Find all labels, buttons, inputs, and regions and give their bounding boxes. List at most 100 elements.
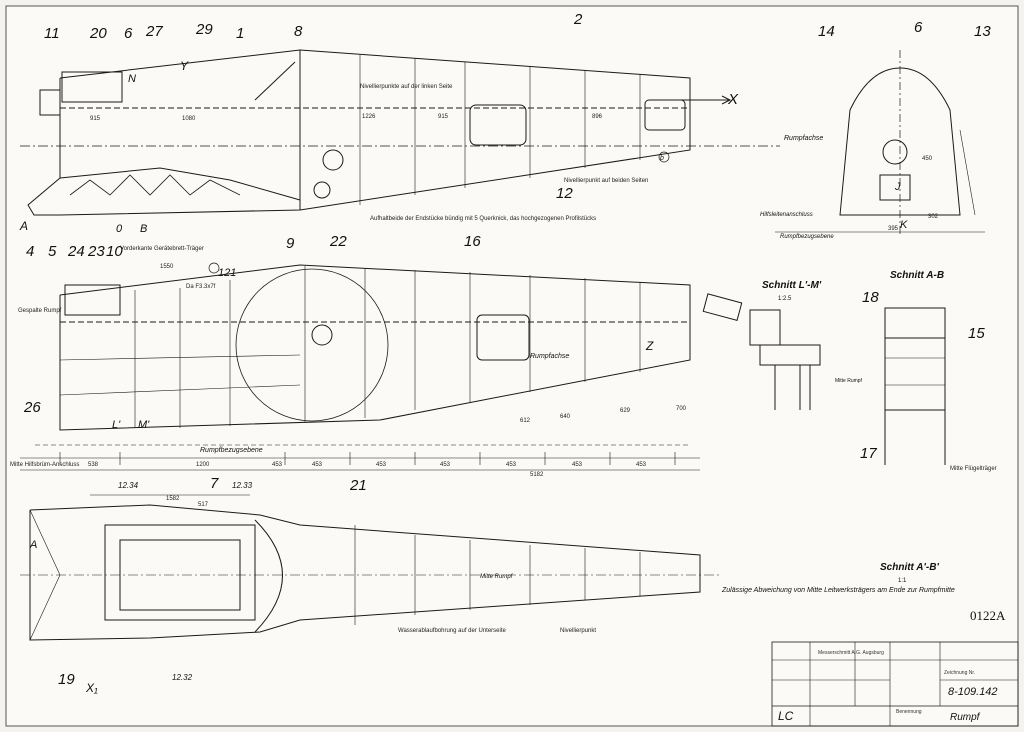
dim-302: 302 <box>928 214 939 220</box>
callout-23: 23 <box>87 243 105 260</box>
da-label: Da F3.3x7f <box>186 284 216 290</box>
callout-7: 7 <box>210 475 219 492</box>
dim-453-5: 453 <box>572 462 583 468</box>
marker-m1: M' <box>138 419 150 431</box>
nivellierpunkt-plan-label: Nivellierpunkt <box>560 628 596 634</box>
section-lm-detail <box>702 293 821 410</box>
side-view-middle <box>20 264 700 471</box>
part-number: 8-109.142 <box>948 686 998 698</box>
callout-11: 11 <box>44 25 60 42</box>
callout-5: 5 <box>48 243 57 260</box>
callout-22: 22 <box>329 233 347 250</box>
callout-27: 27 <box>145 23 163 40</box>
dim-1200: 1200 <box>196 462 210 468</box>
part-title: Rumpf <box>950 712 981 723</box>
dim-1582: 1582 <box>166 496 180 502</box>
dimensions: 538 1200 453 453 453 453 453 453 453 518… <box>88 114 939 682</box>
callout-121: 121 <box>218 267 236 279</box>
marker-x1: X₁ <box>85 681 98 695</box>
marker-a: A <box>19 219 28 233</box>
callout-6-front: 6 <box>914 19 923 36</box>
dim-538: 538 <box>88 462 99 468</box>
marker-circle-121 <box>208 262 220 274</box>
callout-16: 16 <box>464 233 481 250</box>
callout-8: 8 <box>294 23 303 40</box>
callout-6: 6 <box>124 25 133 42</box>
dim-453-2: 453 <box>376 462 387 468</box>
vorderkante-label: Vorderkante Gerätebrett-Träger <box>120 246 204 252</box>
callout-2: 2 <box>573 11 583 28</box>
title-block <box>771 641 1019 727</box>
rumpfbezugsebene-label: Rumpfbezugsebene <box>200 447 263 454</box>
dim-5182: 5182 <box>530 472 544 478</box>
dim-450: 450 <box>922 156 933 162</box>
mitte-fluegeltraeger-label: Mitte Flügelträger <box>950 466 997 472</box>
dim-612: 612 <box>520 418 531 424</box>
title-block-text: Messerschmitt A.G. Augsburg 8-109.142 Ru… <box>778 650 998 723</box>
marker-x: X <box>727 91 739 108</box>
dim-395: 395 <box>888 226 899 232</box>
callout-24: 24 <box>67 243 85 260</box>
marker-b-small: b <box>660 155 664 162</box>
marker-z: Z <box>645 339 654 353</box>
dim-1232: 12.32 <box>172 673 193 682</box>
zeichnung-label: Zeichnung Nr. <box>944 670 975 676</box>
section-lm-title: Schnitt L'-M' <box>762 280 822 291</box>
marker-o: 0 <box>116 223 123 235</box>
callout-29: 29 <box>195 21 213 38</box>
dim-1226: 1226 <box>362 114 376 120</box>
markers: X Y N Z J K A 0 B b L' M' A X₁ <box>19 59 908 695</box>
plan-view <box>20 494 720 641</box>
front-view <box>775 50 985 235</box>
marker-k: K <box>900 219 908 231</box>
sheet-border <box>5 5 1019 727</box>
callout-10: 10 <box>106 243 123 260</box>
callout-18: 18 <box>862 289 879 306</box>
dim-453-6: 453 <box>636 462 647 468</box>
annotations: Rumpfachse Rumpfbezugsebene Hilfsleitena… <box>10 84 997 634</box>
marker-n: N <box>128 73 136 85</box>
dim-629: 629 <box>620 408 631 414</box>
dim-896: 896 <box>592 114 603 120</box>
code-label: LC <box>778 709 794 723</box>
callout-19: 19 <box>58 671 75 688</box>
marker-y: Y <box>180 59 189 73</box>
marker-j: J <box>894 181 901 193</box>
aufhaltbeide-label: Aufhaltbeide der Endstücke bündig mit 5 … <box>370 216 596 222</box>
gespalte-rumpf-label: Gespalte Rumpf <box>18 308 62 314</box>
hilfsleitanschluss-label: Hilfsleitenanschluss <box>760 212 813 218</box>
marker-b: B <box>140 223 147 235</box>
callout-9: 9 <box>286 235 295 252</box>
dim-1233: 12.33 <box>232 481 253 490</box>
marker-l1: L' <box>112 419 121 431</box>
rumpfbezugsebene-front-label: Rumpfbezugsebene <box>780 234 834 240</box>
mitte-hilfs-label: Mitte Hilfsbrüm-Anschluss <box>10 462 79 468</box>
dim-915b: 915 <box>438 114 449 120</box>
callout-20: 20 <box>89 25 107 42</box>
section-lm-scale: 1:2.5 <box>778 296 792 302</box>
callout-4: 4 <box>26 243 34 260</box>
callout-15: 15 <box>968 325 985 342</box>
section-ab-title: Schnitt A-B <box>890 270 944 281</box>
dim-640: 640 <box>560 414 571 420</box>
dim-915: 915 <box>90 116 101 122</box>
company-name: Messerschmitt A.G. Augsburg <box>818 650 884 656</box>
section-ab1-title: Schnitt A'-B' <box>880 562 939 573</box>
section-ab-detail <box>884 307 946 465</box>
zulaessige-label: Zulässige Abweichung von Mitte Leitwerks… <box>721 587 955 594</box>
dim-700: 700 <box>676 406 687 412</box>
dim-453-1: 453 <box>312 462 323 468</box>
drawing-number: 0122A <box>970 608 1006 623</box>
callouts: 11 20 6 27 29 1 8 2 14 6 13 4 9 22 16 12… <box>23 11 991 688</box>
dim-1234: 12.34 <box>118 481 139 490</box>
marker-a1: A <box>29 539 37 551</box>
dim-1080: 1080 <box>182 116 196 122</box>
mitte-rumpf-section-label: Mitte Rumpf <box>835 378 863 384</box>
dim-453-4: 453 <box>506 462 517 468</box>
rumpfachse-mid-label: Rumpfachse <box>530 353 569 360</box>
nivellierpunkte-label: Nivellierpunkte auf der linken Seite <box>360 84 453 90</box>
callout-21: 21 <box>349 477 367 494</box>
dim-517: 517 <box>198 502 209 508</box>
callout-14: 14 <box>818 23 835 40</box>
